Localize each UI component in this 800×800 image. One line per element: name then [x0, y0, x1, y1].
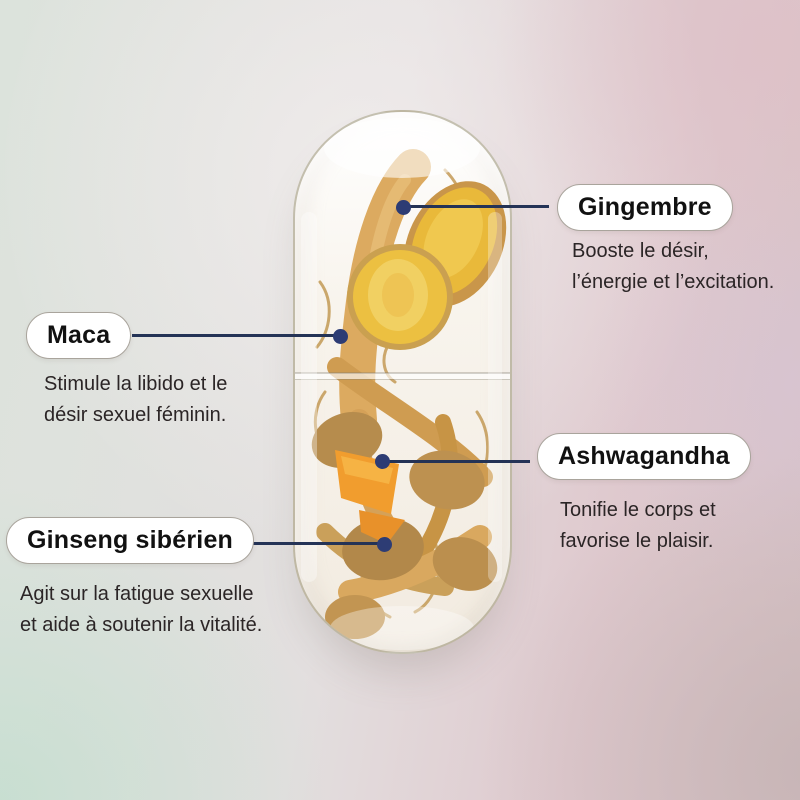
- connector-line-ashwagandha: [382, 460, 530, 463]
- label-desc-gingembre: Booste le désir, l’énergie et l’excitati…: [572, 236, 774, 298]
- label-pill-ashwagandha: Ashwagandha: [537, 433, 751, 480]
- label-desc-ashwagandha: Tonifie le corps et favorise le plaisir.: [560, 495, 716, 557]
- desc-line: Stimule la libido et le: [44, 373, 228, 395]
- desc-line: Tonifie le corps et: [560, 499, 716, 521]
- connector-dot-ginseng-siberien: [377, 537, 392, 552]
- label-pill-gingembre: Gingembre: [557, 184, 733, 231]
- label-title-ginseng-siberien: Ginseng sibérien: [27, 526, 234, 554]
- connector-line-maca: [132, 334, 340, 337]
- capsule-seam: [295, 372, 510, 380]
- desc-line: Agit sur la fatigue sexuelle: [20, 583, 254, 605]
- desc-line: l’énergie et l’excitation.: [572, 271, 775, 293]
- glass-highlight: [301, 118, 502, 650]
- label-title-ashwagandha: Ashwagandha: [558, 442, 730, 470]
- ginger-slice-icon: [347, 244, 453, 350]
- connector-dot-maca: [333, 329, 348, 344]
- capsule-illustration: [293, 110, 512, 654]
- desc-line: et aide à soutenir la vitalité.: [20, 614, 263, 636]
- desc-line: favorise le plaisir.: [560, 530, 714, 552]
- orange-wedge-icon: [335, 450, 405, 544]
- connector-line-ginseng-siberien: [250, 542, 384, 545]
- label-desc-maca: Stimule la libido et le désir sexuel fém…: [44, 369, 227, 431]
- connector-dot-gingembre: [396, 200, 411, 215]
- label-pill-maca: Maca: [26, 312, 132, 359]
- desc-line: Booste le désir,: [572, 240, 709, 262]
- label-title-gingembre: Gingembre: [578, 193, 712, 221]
- capsule-contents: [295, 118, 510, 650]
- label-desc-ginseng-siberien: Agit sur la fatigue sexuelle et aide à s…: [20, 579, 262, 641]
- desc-line: désir sexuel féminin.: [44, 404, 227, 426]
- label-pill-ginseng-siberien: Ginseng sibérien: [6, 517, 255, 564]
- ashwagandha-lumps-icon: [311, 412, 498, 639]
- label-title-maca: Maca: [47, 321, 111, 349]
- connector-dot-ashwagandha: [375, 454, 390, 469]
- connector-line-gingembre: [403, 205, 549, 208]
